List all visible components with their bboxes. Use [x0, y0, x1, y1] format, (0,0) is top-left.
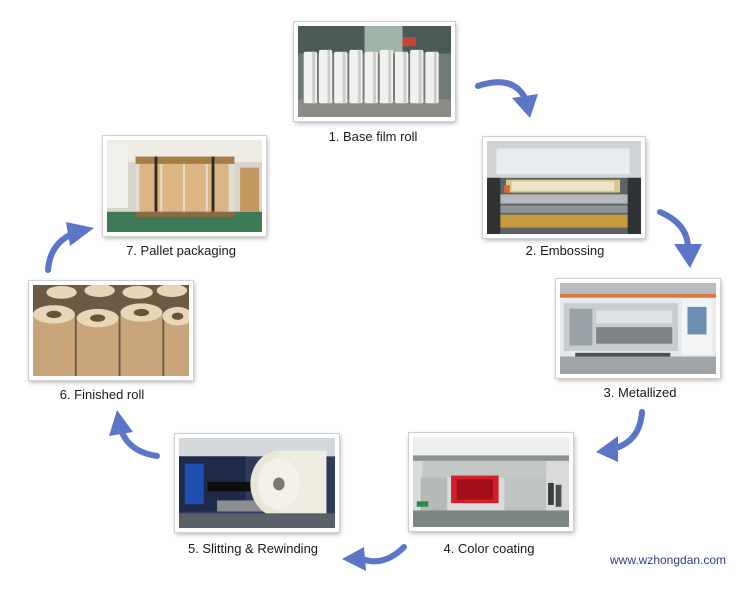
website-url[interactable]: www.wzhongdan.com: [610, 553, 727, 567]
embossing-machine-photo: [487, 141, 641, 234]
arrow-step2-to-step3: [652, 208, 707, 273]
step-4-label: 4. Color coating: [443, 541, 535, 556]
arrow-step5-to-step6: [103, 408, 163, 463]
step-7-label: 7. Pallet packaging: [126, 243, 236, 258]
step-5-photo: [175, 434, 339, 532]
arrow-step4-to-step5: [340, 537, 410, 577]
step-2-photo: [483, 137, 645, 238]
step-6-photo: [29, 281, 193, 380]
film-rolls-warehouse-photo: [298, 26, 451, 117]
color-coating-line-photo: [413, 437, 569, 527]
step-5-label: 5. Slitting & Rewinding: [187, 541, 319, 556]
step-1-label: 1. Base film roll: [328, 129, 418, 144]
step-6-label: 6. Finished roll: [59, 387, 145, 402]
step-1-photo: [294, 22, 455, 121]
step-7-photo: [103, 136, 266, 236]
step-3-photo: [556, 279, 720, 378]
metallizing-machine-photo: [560, 283, 716, 374]
step-3-label: 3. Metallized: [603, 385, 677, 400]
step-2-label: 2. Embossing: [525, 243, 605, 258]
arrow-step1-to-step2: [474, 72, 544, 122]
slitting-rewinding-photo: [179, 438, 335, 528]
pallet-packaging-photo: [107, 140, 262, 232]
arrow-step3-to-step4: [592, 408, 652, 468]
finished-rolls-photo: [33, 285, 189, 376]
step-4-photo: [409, 433, 573, 531]
arrow-step6-to-step7: [40, 212, 100, 274]
